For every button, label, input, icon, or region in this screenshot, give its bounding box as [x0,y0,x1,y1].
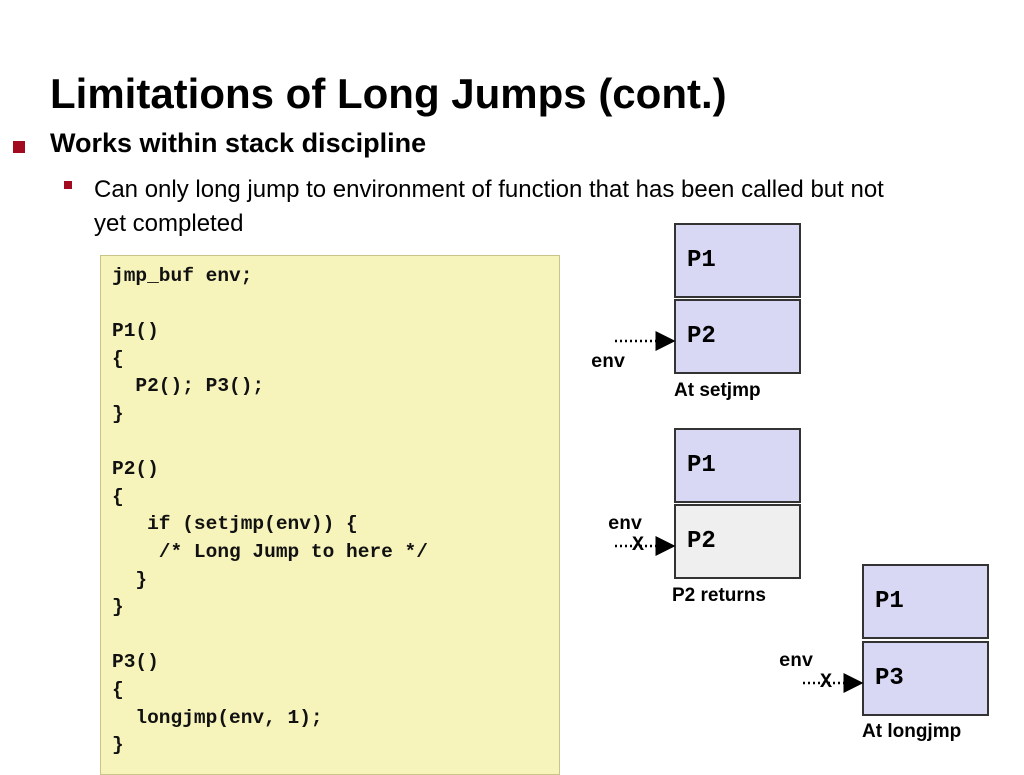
invalid-x-marker-longjmp: X [820,671,833,694]
sub-bullet-square-icon [64,181,72,189]
code-line: P1() [112,320,159,343]
caption-p2-returns: P2 returns [672,585,766,606]
code-line: { [112,678,124,701]
invalid-x-marker-returns: X [632,534,645,557]
caption-at-longjmp: At longjmp [862,721,962,742]
code-line: P2(); P3(); [112,375,265,398]
stack-frame-p3-longjmp: P3 [862,641,989,716]
stack-frame-p2-returned: P2 [674,504,801,579]
sub-bullet-called-not-completed: Can only long jump to environment of fun… [94,176,884,237]
stack-frame-p1-longjmp: P1 [862,564,989,639]
env-label-returns: env [608,513,643,535]
code-line: if (setjmp(env)) { [112,513,358,536]
stack-frame-p1-setjmp: P1 [674,223,801,298]
code-line: P3() [112,651,159,674]
code-block: jmp_buf env; P1() { P2(); P3();} P2() { if… [100,255,560,775]
stack-frame-p2-setjmp: P2 [674,299,801,374]
code-line: } [112,734,124,757]
code-line: P2() [112,458,159,481]
code-line: { [112,347,124,370]
code-line: } [112,596,124,619]
env-label-longjmp: env [779,650,814,672]
code-line: jmp_buf env; [112,265,253,287]
env-label-setjmp: env [591,351,626,373]
code-line: { [112,485,124,508]
stack-frame-p1-returns: P1 [674,428,801,503]
code-line: } [112,402,124,425]
slide-title: Limitations of Long Jumps (cont.) [50,70,727,117]
code-line: } [112,568,148,591]
caption-at-setjmp: At setjmp [674,380,761,401]
bullet-stack-discipline: Works within stack discipline [50,128,427,158]
bullet-square-icon [13,141,25,153]
code-line: /* Long Jump to here */ [112,540,428,563]
code-line: longjmp(env, 1); [112,706,323,729]
